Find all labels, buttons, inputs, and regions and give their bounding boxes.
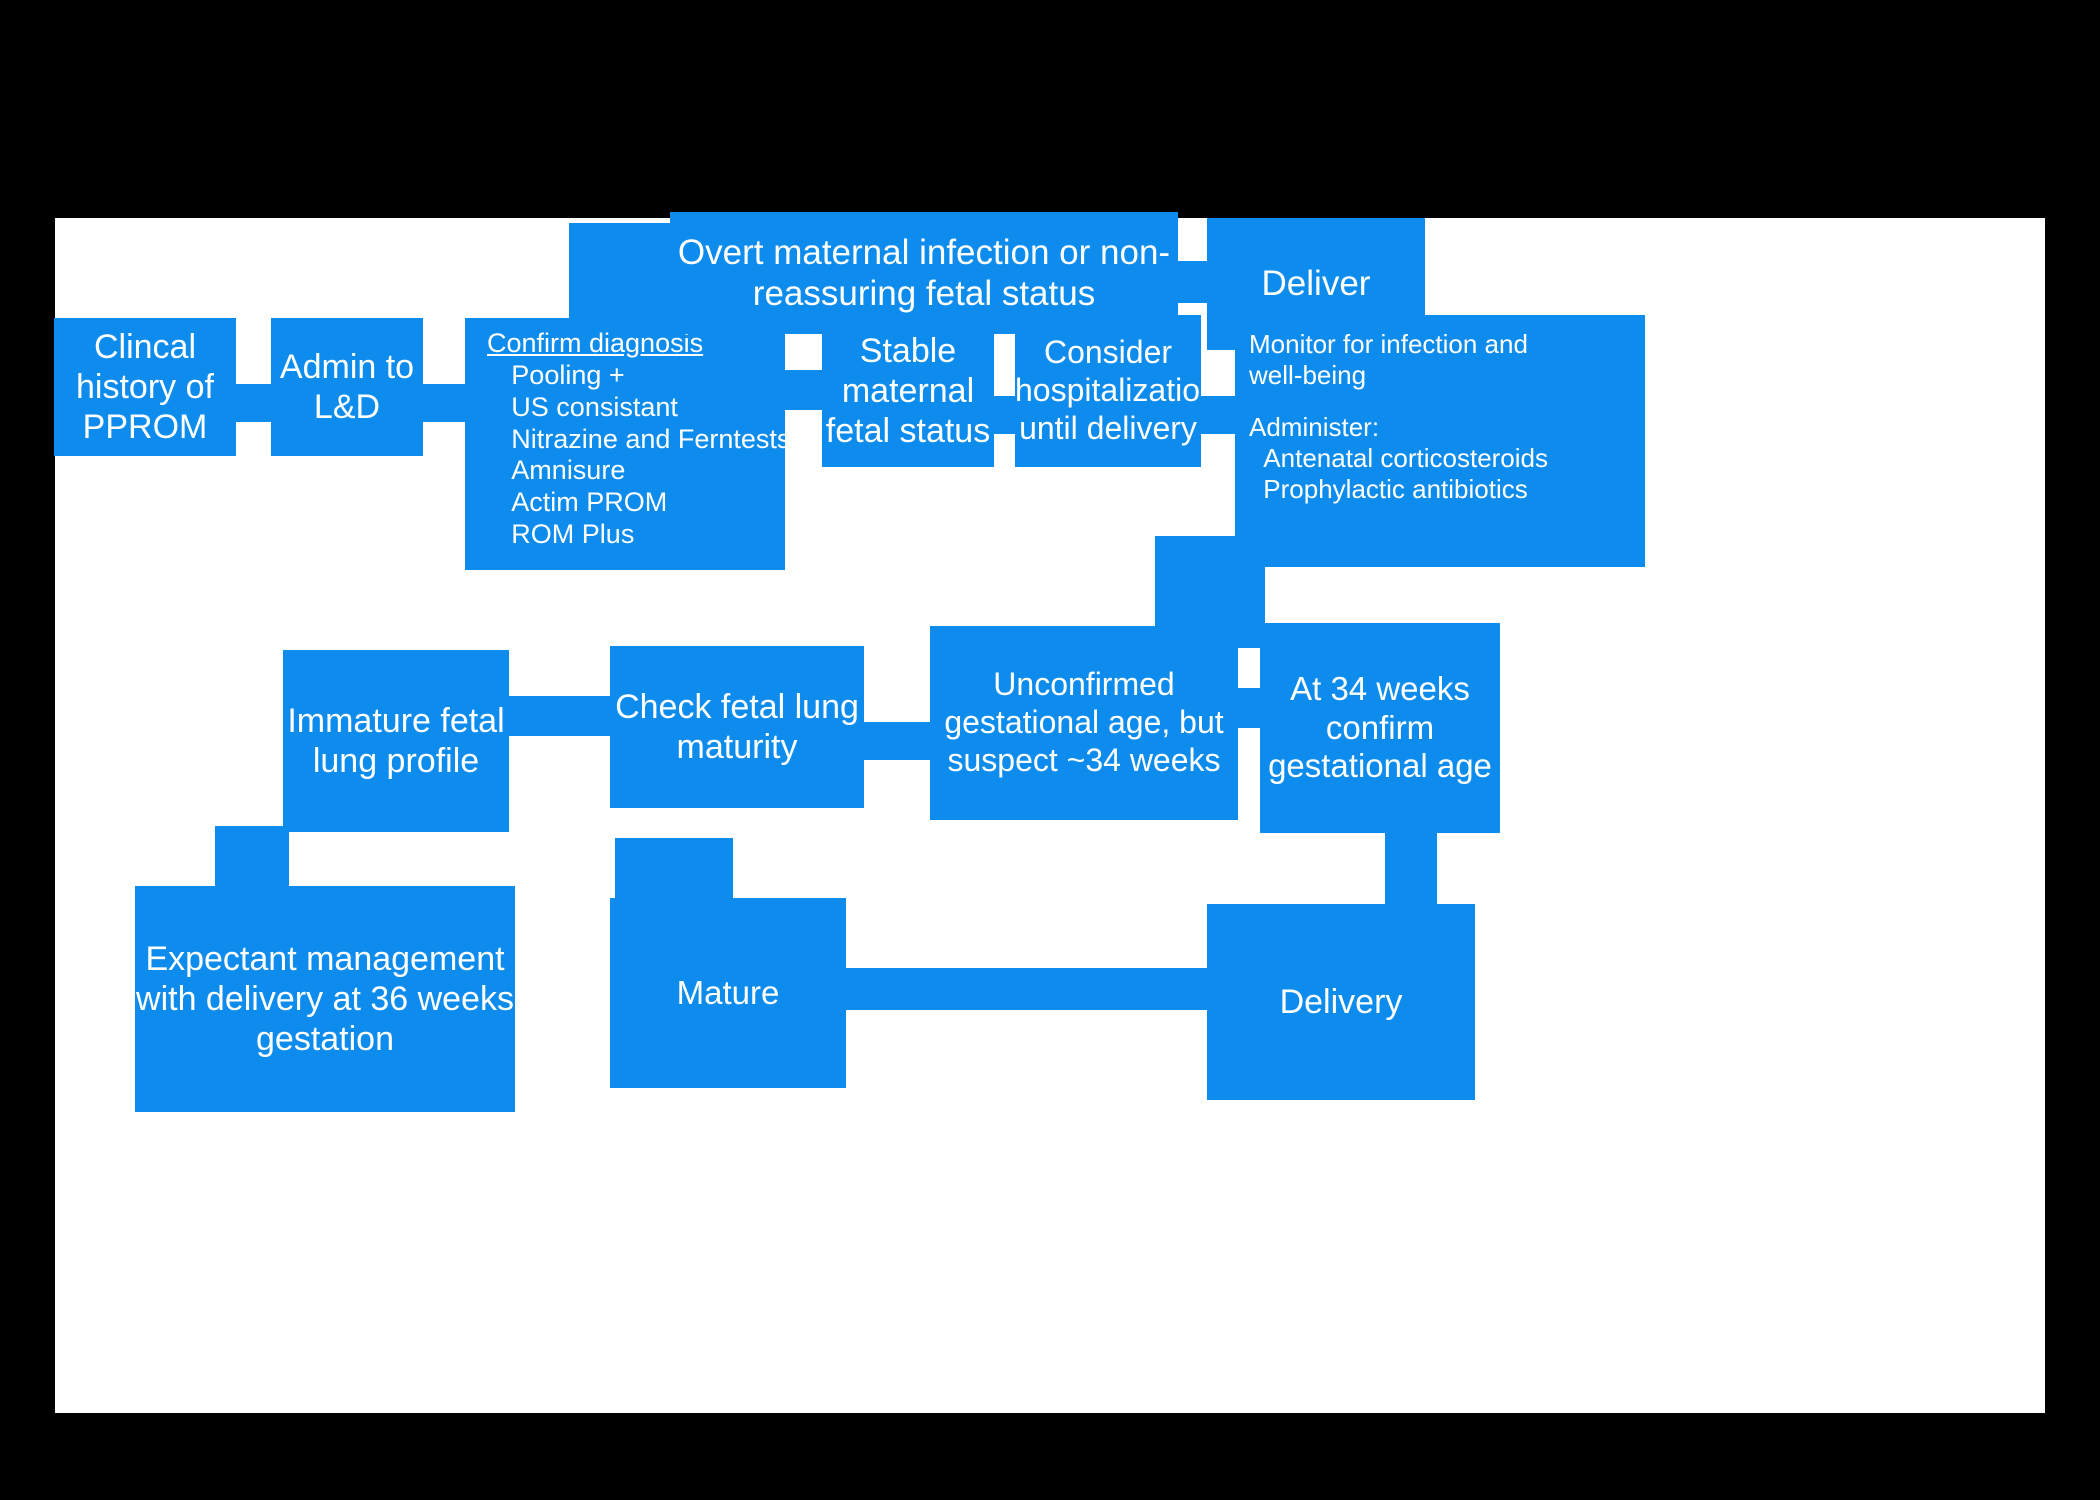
node-expectant-management[interactable]: Expectant management with delivery at 36… (135, 886, 515, 1112)
confirm-item-4: Actim PROM (511, 487, 668, 518)
node-overt-maternal-infection-label: Overt maternal infection or non-reassuri… (677, 232, 1171, 313)
node-check-fetal-lung-maturity[interactable]: Check fetal lung maturity (610, 646, 864, 808)
administer-heading: Administer: (1249, 412, 1380, 443)
node-consider-hospitalization-label: Consider hospitalization until delivery (1015, 334, 1201, 446)
administer-item-1: Prophylactic antibiotics (1263, 473, 1528, 504)
connector-confirm-to-overt (569, 223, 671, 333)
connector-check-to-mature (615, 838, 733, 908)
node-admit-to-ld[interactable]: Admin to L&D (271, 318, 423, 456)
node-confirm-diagnosis[interactable]: Confirm diagnosis Pooling + US consistan… (465, 318, 785, 570)
node-monitor-and-administer[interactable]: Monitor for infection and well-being Adm… (1235, 315, 1645, 567)
confirm-item-0: Pooling + (511, 359, 625, 390)
node-delivery-label: Delivery (1279, 982, 1403, 1021)
connector-unconfirmed-to-check (860, 722, 940, 760)
connector-history-to-admit (233, 384, 273, 422)
node-expectant-management-label: Expectant management with delivery at 36… (136, 939, 514, 1059)
node-delivery[interactable]: Delivery (1207, 904, 1475, 1100)
monitor-spacer (1249, 390, 1645, 412)
confirm-diagnosis-heading: Confirm diagnosis (487, 328, 704, 358)
confirm-item-1: US consistant (511, 391, 678, 422)
administer-item-0: Antenatal corticosteroids (1263, 443, 1549, 474)
node-monitor-and-administer-body: Monitor for infection and well-being Adm… (1249, 329, 1645, 504)
connector-confirm-to-stable (781, 370, 827, 410)
node-overt-maternal-infection[interactable]: Overt maternal infection or non-reassuri… (670, 212, 1178, 334)
connector-check-to-immature (507, 696, 617, 736)
connector-hospitalization-to-monitor (1195, 396, 1241, 434)
node-immature-fetal-lung-profile-label: Immature fetal lung profile (287, 701, 505, 780)
node-stable-maternal-fetal-status-label: Stable maternal fetal status (825, 331, 991, 451)
confirm-item-3: Amnisure (511, 455, 626, 486)
confirm-item-5: ROM Plus (511, 519, 635, 550)
connector-immature-to-expectant (215, 826, 289, 894)
node-mature[interactable]: Mature (610, 898, 846, 1088)
node-consider-hospitalization[interactable]: Consider hospitalization until delivery (1015, 315, 1201, 467)
node-check-fetal-lung-maturity-label: Check fetal lung maturity (615, 687, 859, 766)
node-unconfirmed-gestational-age-label: Unconfirmed gestational age, but suspect… (944, 666, 1224, 778)
node-at-34-weeks-confirm-age-label: At 34 weeks confirm gestational age (1268, 669, 1492, 785)
monitor-line-1: Monitor for infection and (1249, 329, 1528, 359)
node-deliver-label: Deliver (1261, 264, 1371, 304)
node-stable-maternal-fetal-status[interactable]: Stable maternal fetal status (822, 315, 994, 467)
node-unconfirmed-gestational-age[interactable]: Unconfirmed gestational age, but suspect… (930, 626, 1238, 820)
confirm-item-2: Nitrazine and Ferntests (511, 423, 785, 454)
node-at-34-weeks-confirm-age[interactable]: At 34 weeks confirm gestational age (1260, 623, 1500, 833)
connector-admit-to-confirm (421, 384, 469, 422)
node-clinical-history-label: Clincal history of PPROM (76, 327, 214, 447)
connector-mature-to-delivery (845, 968, 1235, 1010)
node-admit-to-ld-label: Admin to L&D (279, 347, 415, 426)
node-clinical-history[interactable]: Clincal history of PPROM (54, 318, 236, 456)
node-immature-fetal-lung-profile[interactable]: Immature fetal lung profile (283, 650, 509, 832)
flowchart-slide: Clincal history of PPROM Admin to L&D Co… (54, 212, 2045, 1413)
node-confirm-diagnosis-body: Confirm diagnosis Pooling + US consistan… (487, 328, 785, 551)
monitor-line-2: well-being (1249, 359, 1367, 390)
node-mature-label: Mature (676, 973, 780, 1011)
